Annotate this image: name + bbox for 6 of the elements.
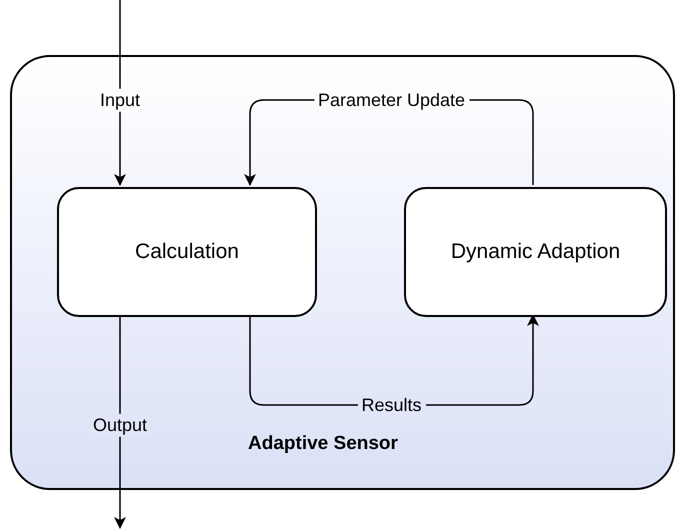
container-box [10,55,675,490]
arrow [114,0,126,186]
process-box: Calculation [57,187,317,317]
container-title: Adaptive Sensor [248,432,398,456]
process-box: Dynamic Adaption [404,187,667,317]
arrow [114,315,126,529]
